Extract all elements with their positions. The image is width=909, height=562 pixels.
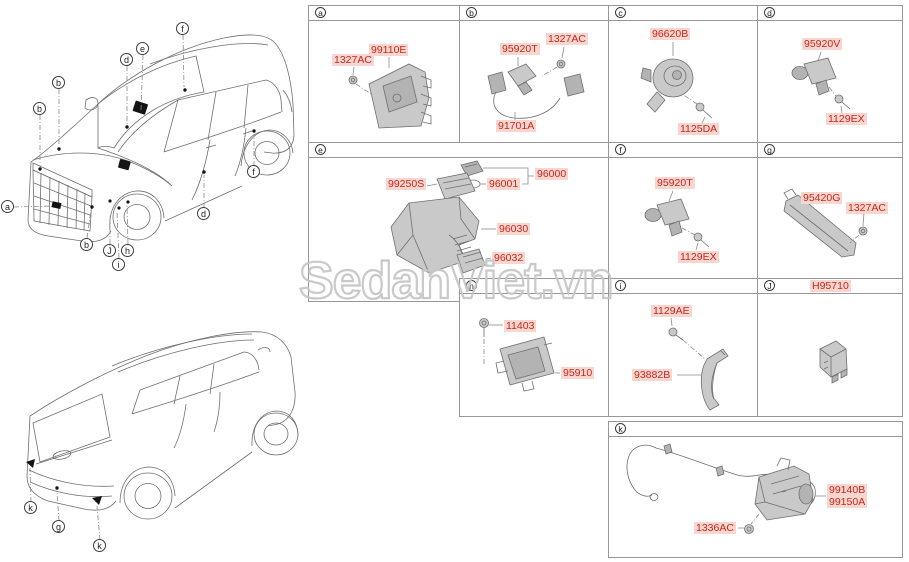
cell-letter: h [466, 280, 477, 291]
cell-header: k [609, 422, 902, 437]
cell-header: i [609, 279, 757, 294]
detail-cell-e: e 99250S 96001 96000 96030 96032 [308, 142, 609, 302]
callout-b: b [33, 102, 46, 115]
part-label[interactable]: 99110E [369, 44, 409, 56]
cell-header: c [609, 6, 757, 21]
part-label[interactable]: 96032 [492, 252, 526, 264]
part-label[interactable]: 1327AC [546, 33, 588, 45]
part-label[interactable]: H95710 [810, 280, 851, 292]
part-label[interactable]: 95920T [500, 43, 540, 55]
detail-cell-g: g 95420G 1327AC [757, 142, 903, 279]
callout-a: a [1, 200, 14, 213]
cell-letter: k [615, 423, 626, 434]
part-label[interactable]: 96030 [497, 223, 531, 235]
part-label[interactable]: 99140B [827, 484, 868, 496]
callout-d: d [120, 53, 133, 66]
callout-e: e [136, 42, 149, 55]
part-label[interactable]: 1336AC [694, 522, 736, 534]
part-label[interactable]: 95910 [561, 367, 595, 379]
part-label[interactable]: 99150A [827, 496, 868, 508]
callout-f: f [247, 165, 260, 178]
part-illustration [819, 340, 848, 384]
detail-cell-h: h 11403 95910 [459, 278, 609, 417]
cell-letter: g [764, 144, 775, 155]
detail-cell-j: J H95710 [757, 278, 903, 417]
callout-j: J [103, 244, 116, 257]
cell-header: d [758, 6, 902, 21]
detail-cell-c: c 96620B 1125DA [608, 5, 758, 143]
cell-letter: f [615, 144, 626, 155]
part-label[interactable]: 11403 [504, 320, 537, 332]
cell-letter: a [315, 7, 326, 18]
cell-header: b [460, 6, 608, 21]
part-illustration [479, 318, 560, 392]
part-label[interactable]: 96000 [535, 168, 569, 180]
callout-f: f [176, 22, 189, 35]
cell-letter: d [764, 7, 775, 18]
callout-b: b [80, 238, 93, 251]
cell-letter: i [615, 280, 626, 291]
cell-header: a [309, 6, 459, 21]
detail-cell-k: k 99140B 99150A 1336AC [608, 421, 903, 558]
part-label[interactable]: 1125DA [678, 123, 720, 135]
part-label[interactable]: 1327AC [846, 202, 888, 214]
callout-d: d [197, 207, 210, 220]
detail-cell-f: f 95920T 1129EX [608, 142, 758, 279]
part-label[interactable]: 91701A [496, 120, 537, 132]
part-label[interactable]: 93882B [632, 369, 673, 381]
part-label[interactable]: 95920T [655, 177, 695, 189]
part-illustration [626, 443, 826, 534]
vehicle-front-illustration [13, 34, 295, 259]
detail-cell-a: a 1327AC 99110E [308, 5, 460, 143]
cell-header: e [309, 143, 608, 158]
cell-header: J H95710 [758, 279, 902, 294]
part-label[interactable]: 95920V [802, 38, 843, 50]
detail-cell-b: b 95920T 1327AC 91701A [459, 5, 609, 143]
cell-header: g [758, 143, 902, 158]
cell-letter: b [466, 7, 477, 18]
part-label[interactable]: 1129AE [651, 305, 692, 317]
part-illustration [640, 42, 713, 124]
cell-letter: c [615, 7, 626, 18]
cell-header: h [460, 279, 608, 294]
detail-cell-i: i 1129AE 93882B [608, 278, 758, 417]
part-label[interactable]: 1327AC [332, 54, 374, 66]
part-illustration [487, 46, 585, 120]
part-label[interactable]: 95420G [801, 192, 843, 204]
callout-h: h [121, 244, 134, 257]
part-label[interactable]: 96001 [487, 178, 521, 190]
cell-letter: e [315, 144, 326, 155]
part-label[interactable]: 96620B [650, 28, 691, 40]
callout-i: i [112, 258, 125, 271]
part-label[interactable]: 1129EX [826, 113, 867, 125]
callout-g: g [52, 520, 65, 533]
part-illustration [668, 317, 729, 411]
part-illustration [783, 188, 868, 258]
callout-b: b [52, 76, 65, 89]
callout-k: k [24, 501, 37, 514]
callout-k: k [93, 539, 106, 552]
part-illustration [348, 57, 432, 129]
part-illustration [390, 160, 534, 274]
cell-letter: J [764, 280, 775, 291]
part-label[interactable]: 1129EX [678, 251, 719, 263]
part-illustration [644, 190, 710, 251]
part-label[interactable]: 99250S [386, 178, 427, 190]
detail-cell-d: d 95920V 1129EX [757, 5, 903, 143]
part-illustration [791, 51, 851, 114]
cell-header: f [609, 143, 757, 158]
vehicle-rear-illustration [26, 331, 299, 541]
